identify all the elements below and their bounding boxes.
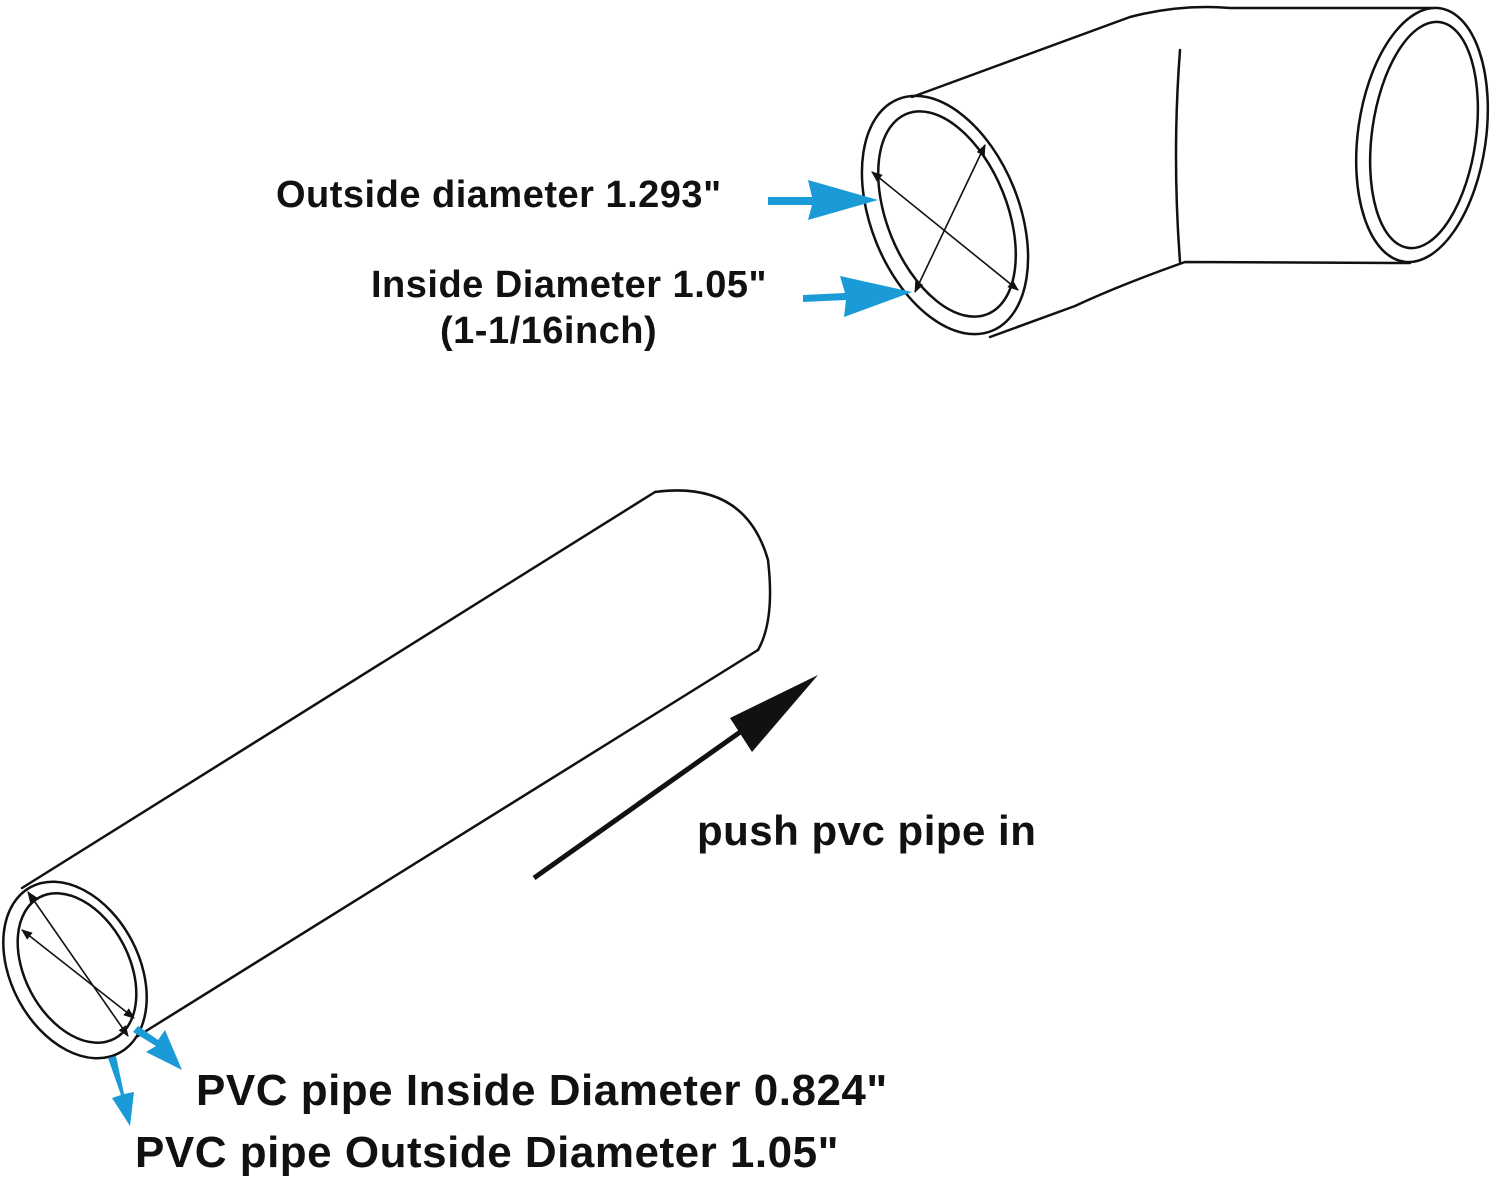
elbow-fitting [860,5,1490,339]
elbow-od-dimension-line [871,171,1019,291]
elbow-body-outline [910,5,1434,339]
callout-arrow-elbow-od [768,180,878,220]
pipe-near-opening-outer [2,880,148,1060]
pipe-far-end [653,489,772,652]
pipe-outside-diameter-label: PVC pipe Outside Diameter 1.05" [135,1128,839,1177]
push-direction-arrow-icon [532,675,818,881]
callout-arrow-pipe-id [133,1026,182,1070]
pipe-bottom-edge [136,648,760,1038]
elbow-inside-diameter-label: Inside Diameter 1.05" [371,264,768,306]
elbow-near-opening-outer [860,94,1030,336]
pipe-id-dimension-line [21,929,135,1019]
pipe-dimension-lines [21,891,135,1037]
elbow-far-opening-outer [1354,6,1490,264]
straight-pipe [2,489,772,1060]
elbow-seam-line [1174,48,1182,264]
elbow-inside-diameter-fraction-label: (1-1/16inch) [440,310,658,352]
elbow-dimension-lines [871,143,1019,294]
callout-arrows [108,180,912,1126]
elbow-outside-diameter-label: Outside diameter 1.293" [276,174,722,216]
callout-arrow-elbow-id [803,276,912,317]
pipe-top-edge [20,490,657,890]
elbow-far-opening-inner [1368,20,1480,250]
push-instruction-label: push pvc pipe in [697,807,1037,854]
elbow-id-dimension-line [914,143,986,294]
callout-arrow-pipe-od [108,1056,134,1126]
pipe-inside-diameter-label: PVC pipe Inside Diameter 0.824" [196,1066,888,1115]
